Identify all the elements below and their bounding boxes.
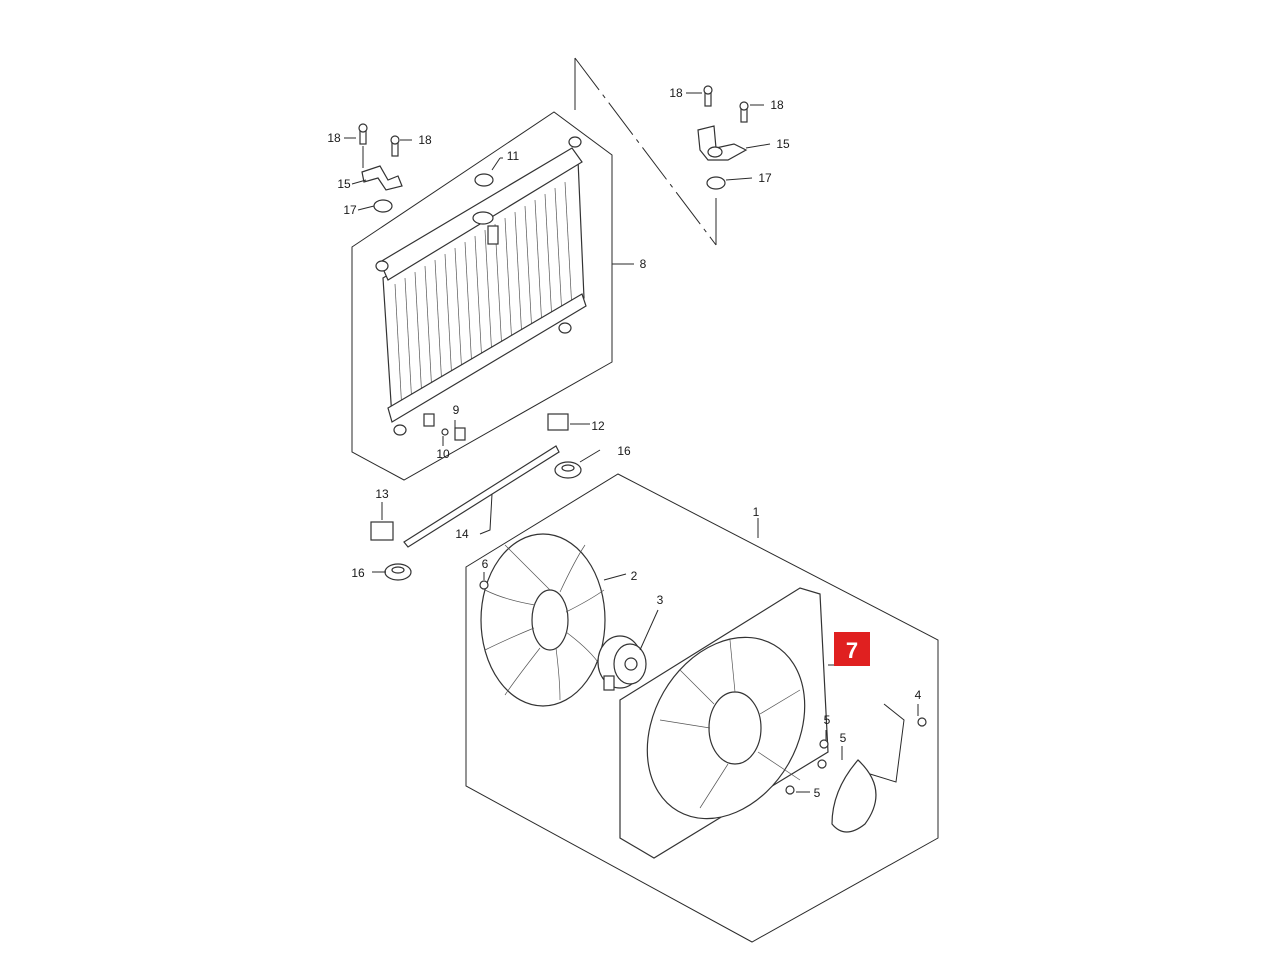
callout-14: 14 <box>455 527 469 541</box>
drain-plug <box>423 413 466 446</box>
clip-6 <box>479 572 489 590</box>
screws <box>785 704 927 795</box>
callout-1: 1 <box>753 505 760 519</box>
grommet-16-upper <box>554 449 601 479</box>
seal-strip <box>403 445 560 548</box>
callout-13: 13 <box>375 487 389 501</box>
callout-15-right: 15 <box>776 137 790 151</box>
cushion-12 <box>547 413 590 431</box>
radiator-cap <box>474 157 503 187</box>
fan-blade <box>480 533 627 707</box>
callout-12: 12 <box>591 419 605 433</box>
fan-assembly-outline <box>465 473 939 943</box>
callout-10: 10 <box>436 447 450 461</box>
highlight-callout-7: 7 <box>834 632 870 666</box>
callout-17-right: 17 <box>758 171 772 185</box>
callout-5b: 5 <box>840 731 847 745</box>
callout-15-left: 15 <box>337 177 351 191</box>
callout-18-c: 18 <box>669 86 683 100</box>
radiator-core <box>375 136 587 436</box>
callout-5c: 5 <box>814 786 821 800</box>
callout-16-lower: 16 <box>351 566 365 580</box>
callout-4: 4 <box>915 688 922 702</box>
callout-5a: 5 <box>824 713 831 727</box>
callout-9: 9 <box>453 403 460 417</box>
right-bracket-set <box>686 85 771 190</box>
callout-labels: 1 2 3 4 5 5 5 6 8 9 10 11 12 13 14 15 15… <box>327 86 921 800</box>
callout-7-label: 7 <box>846 638 858 663</box>
callout-8: 8 <box>640 257 647 271</box>
callout-16-upper: 16 <box>617 444 631 458</box>
callout-11: 11 <box>507 149 520 163</box>
callout-18-b: 18 <box>418 133 432 147</box>
fan-motor <box>597 609 659 691</box>
callout-3: 3 <box>657 593 664 607</box>
callout-6: 6 <box>482 557 489 571</box>
callout-18-d: 18 <box>770 98 784 112</box>
fan-shroud <box>619 587 840 859</box>
radiator-outline <box>351 57 717 481</box>
grommet-16-lower <box>372 563 412 581</box>
wire-harness <box>831 703 905 833</box>
left-bracket-set <box>344 123 412 213</box>
callout-2: 2 <box>631 569 638 583</box>
callout-18-a: 18 <box>327 131 341 145</box>
cushion-13 <box>370 502 394 541</box>
callout-17-left: 17 <box>343 203 357 217</box>
